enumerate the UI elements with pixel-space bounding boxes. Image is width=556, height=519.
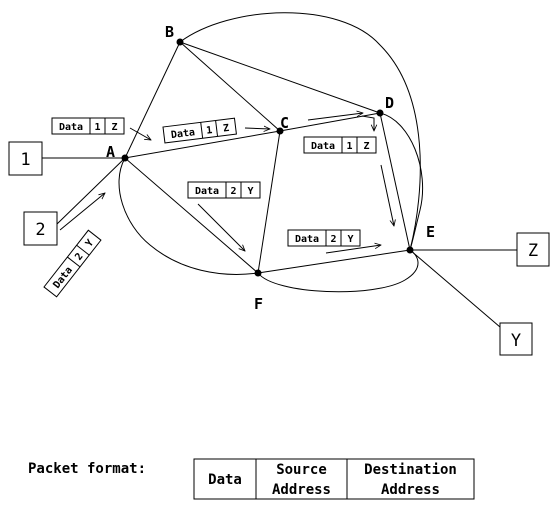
packet-5-data: Data — [295, 234, 319, 245]
packet-6-source: 2 — [73, 251, 85, 263]
packet-3-source: 1 — [346, 141, 352, 152]
node-label-c: C — [280, 114, 289, 132]
link-a-c — [124, 130, 281, 159]
host-label-1: 1 — [20, 150, 30, 170]
node-e — [406, 246, 414, 254]
link-c-d — [279, 112, 381, 132]
packet-1-source: 1 — [94, 122, 100, 133]
node-f — [254, 269, 262, 277]
link-b-c — [179, 41, 281, 132]
arrow-4 — [361, 115, 374, 131]
link-b-e-arc — [179, 12, 421, 251]
packet-5-source: 2 — [330, 234, 336, 245]
arrow-5 — [380, 164, 394, 226]
packet-3-data: Data — [311, 141, 335, 152]
link-c-f — [257, 130, 281, 274]
packet-format-source-line1: Source — [276, 462, 327, 478]
host-1: 1 — [8, 141, 43, 176]
node-b — [176, 38, 184, 46]
host-label-2: 2 — [35, 220, 45, 240]
host-label-z: Z — [528, 241, 538, 261]
packet-1-data: Data — [59, 122, 83, 133]
link-b-d — [179, 41, 381, 114]
arrow-7 — [325, 245, 381, 254]
link-f-e-arc — [257, 249, 419, 293]
host-2: 2 — [23, 211, 58, 246]
packet-2-destination: Z — [223, 123, 230, 135]
arrow-6 — [197, 203, 245, 251]
link-a-f-arc — [118, 157, 259, 275]
packet-2-source: 1 — [206, 125, 213, 137]
node-label-a: A — [106, 143, 115, 161]
node-label-b: B — [165, 23, 174, 41]
packet-format-data: Data — [208, 472, 242, 488]
node-a — [121, 154, 129, 162]
packet-4: Data 2 Y — [187, 181, 261, 199]
link-a-f — [124, 157, 259, 274]
packet-format-title: Packet format: — [28, 461, 146, 477]
link-d-e-arc — [379, 112, 424, 251]
link-d-e — [379, 112, 411, 251]
packet-4-data: Data — [195, 186, 219, 197]
link-a-b — [124, 41, 181, 159]
packet-1-destination: Z — [111, 122, 117, 133]
packet-4-source: 2 — [230, 186, 236, 197]
packet-1: Data 1 Z — [51, 117, 125, 135]
packet-5-destination: Y — [347, 234, 353, 245]
packet-6-destination: Y — [84, 238, 96, 250]
link-host2-a — [56, 157, 126, 225]
node-label-f: F — [254, 295, 263, 313]
packet-3-destination: Z — [363, 141, 369, 152]
link-e-hosty — [409, 249, 501, 328]
arrow-8 — [59, 193, 105, 231]
packet-5: Data 2 Y — [287, 229, 361, 247]
host-label-y: Y — [511, 331, 521, 351]
node-label-e: E — [426, 223, 435, 241]
node-c — [276, 127, 284, 135]
packet-2: Data 1 Z — [162, 117, 237, 144]
arrow-1 — [129, 127, 151, 140]
packet-2-data: Data — [170, 127, 195, 141]
arrow-2 — [244, 128, 270, 129]
packet-4-destination: Y — [247, 186, 253, 197]
node-d — [376, 109, 384, 117]
link-f-e — [257, 249, 411, 274]
packet-format-source-line2: Address — [272, 482, 331, 498]
packet-3: Data 1 Z — [303, 136, 377, 154]
packet-format-table: Data Source Address Destination Address — [193, 458, 475, 500]
host-y: Y — [499, 322, 533, 356]
node-label-d: D — [385, 94, 394, 112]
packet-format-destination-line2: Address — [381, 482, 440, 498]
host-z: Z — [516, 232, 550, 267]
arrow-3 — [307, 113, 363, 121]
packet-format-destination-line1: Destination — [364, 462, 457, 478]
